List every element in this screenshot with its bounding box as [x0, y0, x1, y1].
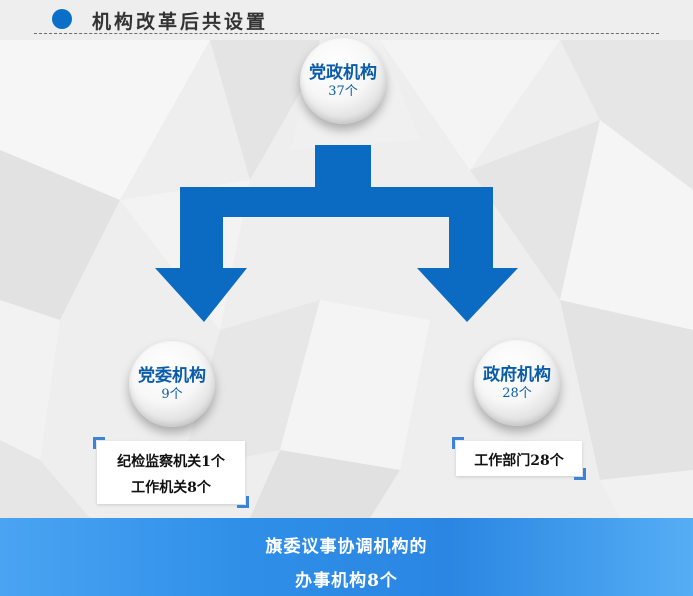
right-node: 政府机构 28个	[474, 340, 560, 426]
root-node-label: 党政机构	[309, 63, 377, 83]
banner-line-2: 办事机构8个	[295, 571, 398, 591]
root-node-count: 37个	[328, 84, 358, 99]
right-detail-item: 工作部门28个	[474, 453, 564, 469]
left-node-label: 党委机构	[138, 366, 206, 386]
branch-arrow-shape	[155, 145, 518, 322]
corner-bracket	[237, 496, 249, 508]
corner-bracket	[452, 437, 464, 449]
left-detail-box: 纪检监察机关1个 工作机关8个	[93, 437, 249, 508]
corner-bracket	[93, 437, 105, 449]
right-node-label: 政府机构	[483, 365, 551, 385]
left-node-count: 9个	[161, 387, 183, 402]
root-node: 党政机构 37个	[300, 38, 386, 124]
left-node: 党委机构 9个	[129, 341, 215, 427]
bottom-banner: 旗委议事协调机构的 办事机构8个	[0, 518, 693, 596]
left-detail-item: 工作机关8个	[131, 480, 211, 496]
corner-bracket	[574, 468, 586, 480]
right-node-count: 28个	[502, 386, 532, 401]
right-detail-box: 工作部门28个	[452, 437, 586, 480]
banner-line-1: 旗委议事协调机构的	[265, 537, 428, 557]
left-detail-item: 纪检监察机关1个	[117, 454, 225, 470]
bullet-dot-icon	[52, 9, 72, 29]
section-header: 机构改革后共设置	[0, 0, 693, 40]
dashed-divider	[34, 33, 659, 34]
header-title: 机构改革后共设置	[92, 11, 269, 33]
